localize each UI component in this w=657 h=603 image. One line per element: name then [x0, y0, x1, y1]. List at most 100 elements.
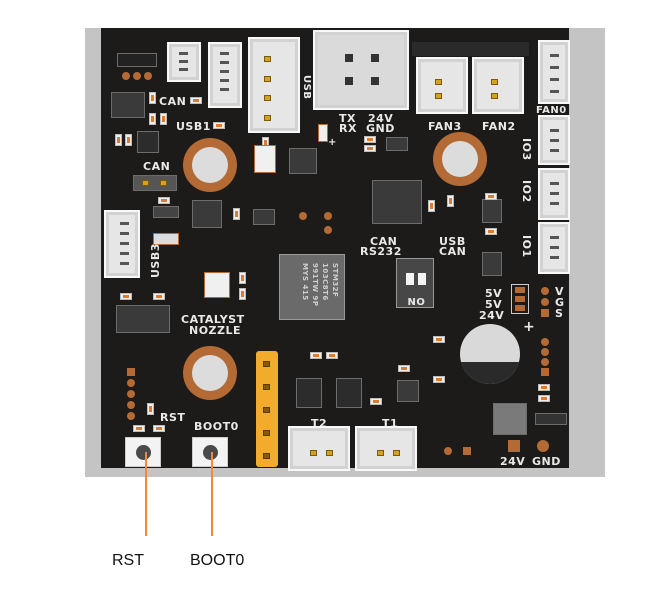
label-io3: IO3 [520, 138, 533, 161]
resistor [447, 195, 454, 207]
pad [463, 447, 471, 455]
reset-button-cap[interactable] [136, 445, 151, 460]
pad-24v [508, 440, 520, 452]
label-fan3: FAN3 [428, 120, 462, 133]
resistor [239, 272, 246, 284]
resistor [115, 134, 122, 146]
resistor [120, 293, 132, 300]
resistor [153, 293, 165, 300]
crystal [204, 272, 230, 298]
fuse [153, 233, 179, 245]
transistor [137, 131, 159, 153]
label-rx: RX [339, 122, 357, 135]
resistor [433, 336, 445, 343]
resistor [485, 193, 497, 200]
label-usb-can-1: USB [439, 235, 466, 248]
dip-switch-lever-2[interactable] [418, 273, 426, 285]
label-usb-vertical: USB [301, 75, 312, 100]
label-boot0: BOOT0 [194, 420, 239, 433]
can-connector[interactable] [167, 42, 201, 82]
voltage-jumper[interactable] [511, 284, 529, 314]
mcu-text-3: 991TW 9P [311, 263, 319, 307]
pad [133, 72, 141, 80]
resistor [538, 395, 550, 402]
label-t1: T1 [382, 417, 399, 430]
dip-switch[interactable]: ON [396, 258, 434, 308]
pad [144, 72, 152, 80]
fan2-connector[interactable] [472, 57, 524, 114]
label-io2: IO2 [520, 180, 533, 203]
label-gnd-bottom: GND [532, 455, 561, 468]
resistor [160, 113, 167, 125]
resistor [149, 92, 156, 104]
label-24v-bottom: 24V [500, 455, 526, 468]
reset-button[interactable] [125, 437, 161, 467]
transceiver-chip [192, 200, 222, 228]
pad [127, 412, 135, 420]
boot0-button-cap[interactable] [203, 445, 218, 460]
pad [541, 348, 549, 356]
can-jumper-header[interactable] [133, 175, 177, 191]
t1-connector[interactable] [355, 426, 417, 471]
pad [541, 368, 549, 376]
diode [153, 206, 179, 218]
pad [541, 358, 549, 366]
label-cap-plus: + [523, 319, 536, 335]
eeprom-chip [116, 305, 170, 333]
label-usb3: USB3 [149, 243, 162, 278]
label-rst: RST [160, 411, 186, 424]
boot0-callout-line [211, 452, 213, 536]
label-nozzle: NOZZLE [189, 324, 242, 337]
yellow-pin-header[interactable] [256, 351, 278, 467]
ic-qfn [289, 148, 317, 174]
usb-4pin-connector[interactable] [313, 30, 409, 110]
resistor [428, 200, 435, 212]
resistor [133, 425, 145, 432]
io3-connector[interactable] [538, 115, 570, 165]
regulator-chip [111, 92, 145, 118]
fan0-connector[interactable] [538, 40, 570, 104]
stm32-mcu: STM32F 103C8T6 991TW 9P MYS 415 [279, 254, 345, 320]
label-v: V [555, 285, 565, 298]
label-g: G [555, 296, 565, 309]
label-fan2: FAN2 [482, 120, 516, 133]
ic-small [253, 209, 275, 225]
mcu-text-2: 103C8T6 [321, 263, 329, 301]
resistor [153, 425, 165, 432]
power-4pin-connector[interactable] [248, 37, 300, 133]
resistor [398, 365, 410, 372]
ic-small [386, 137, 408, 151]
mosfet-t1-driver [336, 378, 362, 408]
label-can-top: CAN [159, 95, 187, 108]
resistor [364, 145, 376, 152]
resistor [364, 136, 376, 143]
pad-s [541, 309, 549, 317]
pad [324, 226, 332, 234]
label-io1: IO1 [520, 235, 533, 258]
usb3-connector[interactable] [104, 210, 140, 278]
pad [127, 390, 135, 398]
io2-connector[interactable] [538, 168, 570, 220]
resistor [433, 376, 445, 383]
pad [122, 72, 130, 80]
pad [444, 447, 452, 455]
fan3-connector[interactable] [416, 57, 468, 114]
label-capacitor-plus: + [328, 137, 337, 148]
label-dip-on: ON [407, 295, 425, 306]
resistor [310, 352, 322, 359]
mcu-text-4: MYS 415 [301, 263, 309, 301]
label-usb1: USB1 [176, 120, 211, 133]
label-fan0: FAN0 [536, 105, 567, 116]
label-can-rs232-1: CAN [370, 235, 398, 248]
label-t2: T2 [311, 417, 328, 430]
boot0-button[interactable] [192, 437, 228, 467]
dip-switch-lever-1[interactable] [406, 273, 414, 285]
mounting-hole [183, 138, 237, 192]
resistor [190, 97, 202, 104]
resistor [147, 403, 154, 415]
io1-connector[interactable] [538, 222, 570, 274]
usb1-connector[interactable] [208, 42, 242, 108]
t2-connector[interactable] [288, 426, 350, 471]
pad [127, 401, 135, 409]
mounting-hole [433, 132, 487, 186]
